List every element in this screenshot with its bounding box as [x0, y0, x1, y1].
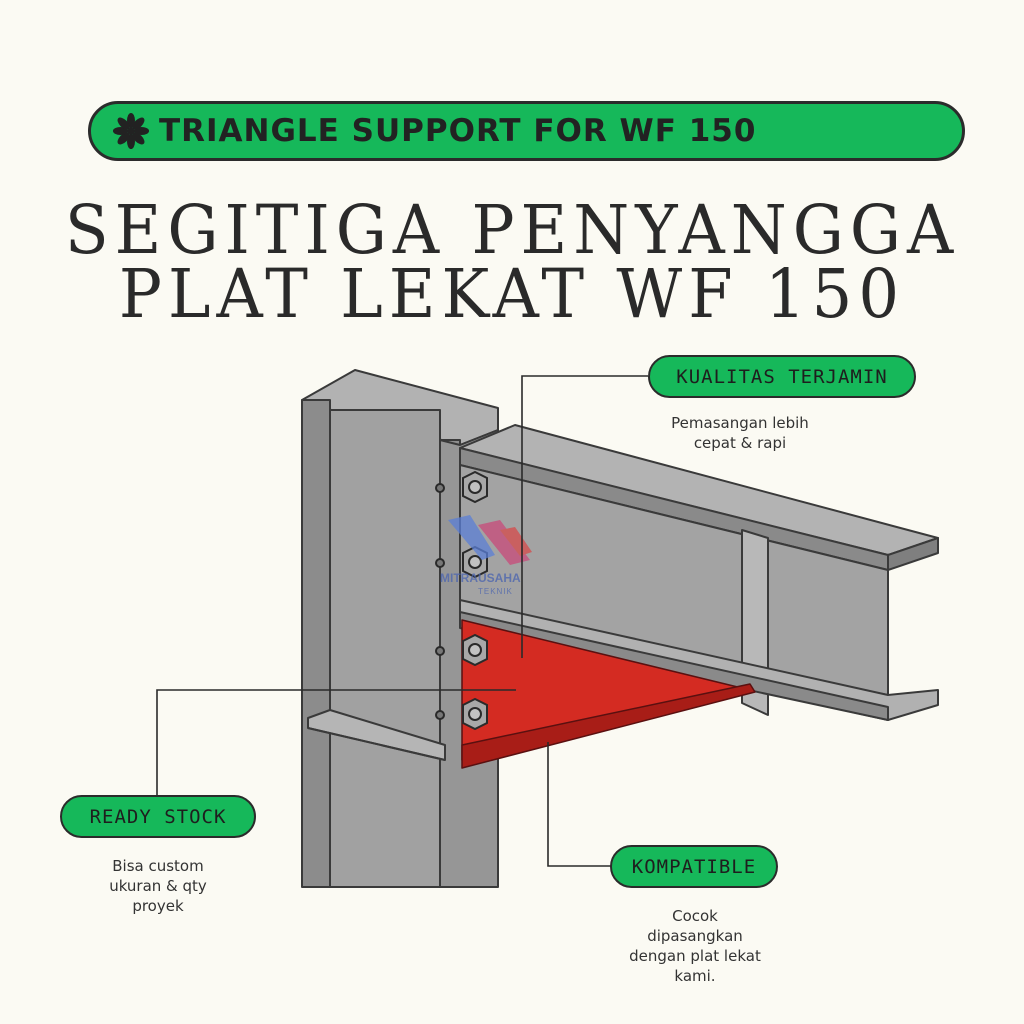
title-banner: TRIANGLE SUPPORT FOR WF 150: [88, 101, 965, 161]
stock-callout: READY STOCK: [60, 795, 256, 838]
compatible-callout-label: KOMPATIBLE: [631, 855, 757, 878]
bolt: [435, 470, 488, 504]
quality-caption-line: Pemasangan lebih: [671, 414, 809, 432]
page-title-line-2: PLAT LEKAT WF 150: [118, 256, 906, 334]
quality-caption-line: cepat & rapi: [693, 434, 787, 452]
bolt-group: [435, 470, 488, 731]
triangle-support-bracket: [461, 619, 756, 769]
bolt: [435, 633, 488, 667]
compatible-caption: Cocok dipasangkan dengan plat lekat kami…: [605, 906, 785, 986]
stock-caption: Bisa custom ukuran & qty proyek: [78, 856, 238, 916]
compatible-caption-line: Cocok: [672, 907, 718, 925]
bolt: [435, 697, 488, 731]
steel-beam: [459, 424, 939, 721]
compatible-caption-line: dengan plat lekat: [629, 947, 761, 965]
leader-lines: [156, 375, 648, 867]
compatible-caption-line: dipasangkan: [647, 927, 743, 945]
steel-column: [301, 369, 499, 888]
stock-caption-line: ukuran & qty: [109, 877, 207, 895]
watermark-logo: MITRAUSAHA TEKNIK: [440, 515, 532, 596]
page-title-line-1: SEGITIGA PENYANGGA: [64, 192, 960, 270]
compatible-caption-line: kami.: [674, 967, 716, 985]
leader-line-stock: [156, 689, 516, 796]
watermark-sub: TEKNIK: [478, 587, 513, 596]
watermark-brand: MITRAUSAHA: [440, 571, 521, 585]
asterisk-flower-icon: [111, 111, 151, 151]
quality-caption: Pemasangan lebih cepat & rapi: [640, 413, 840, 453]
banner-title: TRIANGLE SUPPORT FOR WF 150: [159, 113, 757, 149]
stock-callout-label: READY STOCK: [89, 805, 227, 828]
quality-callout-label: KUALITAS TERJAMIN: [676, 365, 888, 388]
compatible-callout: KOMPATIBLE: [610, 845, 778, 888]
leader-line-compatible: [547, 742, 612, 867]
stock-caption-line: Bisa custom: [112, 857, 204, 875]
leader-line-quality: [521, 375, 648, 658]
stock-caption-line: proyek: [132, 897, 184, 915]
quality-callout: KUALITAS TERJAMIN: [648, 355, 916, 398]
